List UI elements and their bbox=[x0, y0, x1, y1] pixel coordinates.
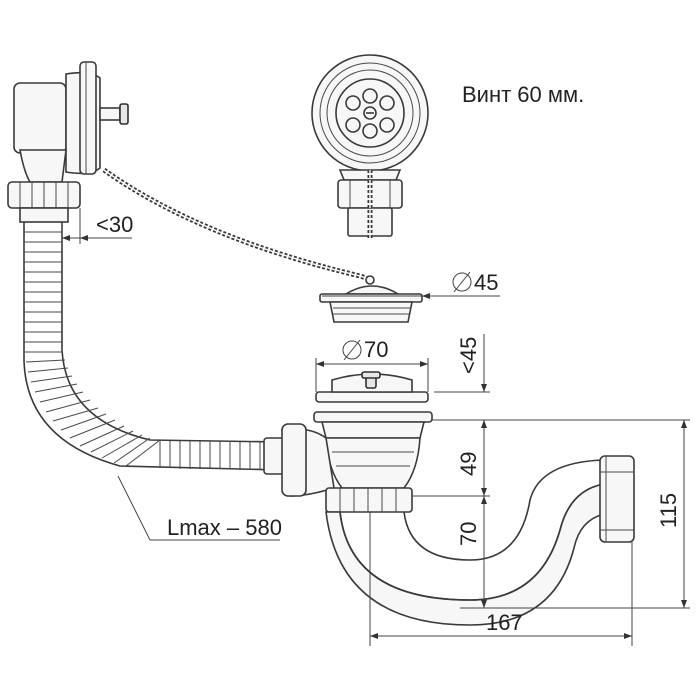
siphon-bend bbox=[325, 455, 635, 626]
plug bbox=[319, 275, 423, 323]
dimension-lines bbox=[61, 208, 690, 646]
dim-70-label: 70 bbox=[456, 522, 481, 546]
dim-49-label: 49 bbox=[456, 452, 481, 476]
gap-45-label: <45 bbox=[456, 337, 481, 374]
dim-115-label: 115 bbox=[656, 493, 681, 528]
grate-top-view bbox=[311, 54, 429, 240]
chain bbox=[102, 167, 373, 283]
diameter-70-label: 70 bbox=[364, 337, 388, 362]
diameter-45-label: 45 bbox=[474, 270, 498, 295]
labels: Винт 60 мм. 45 70 <30 Lmax – 580 <45 49 … bbox=[96, 82, 681, 635]
hose-length-label: Lmax – 580 bbox=[167, 515, 282, 540]
screw-label: Винт 60 мм. bbox=[462, 82, 584, 107]
offset-30-label: <30 bbox=[96, 212, 133, 237]
dim-167-label: 167 bbox=[486, 610, 523, 635]
drain-body bbox=[281, 371, 433, 513]
corrugated-hose bbox=[23, 222, 285, 475]
arrowheads bbox=[62, 235, 687, 639]
overflow-fitting bbox=[7, 61, 129, 223]
